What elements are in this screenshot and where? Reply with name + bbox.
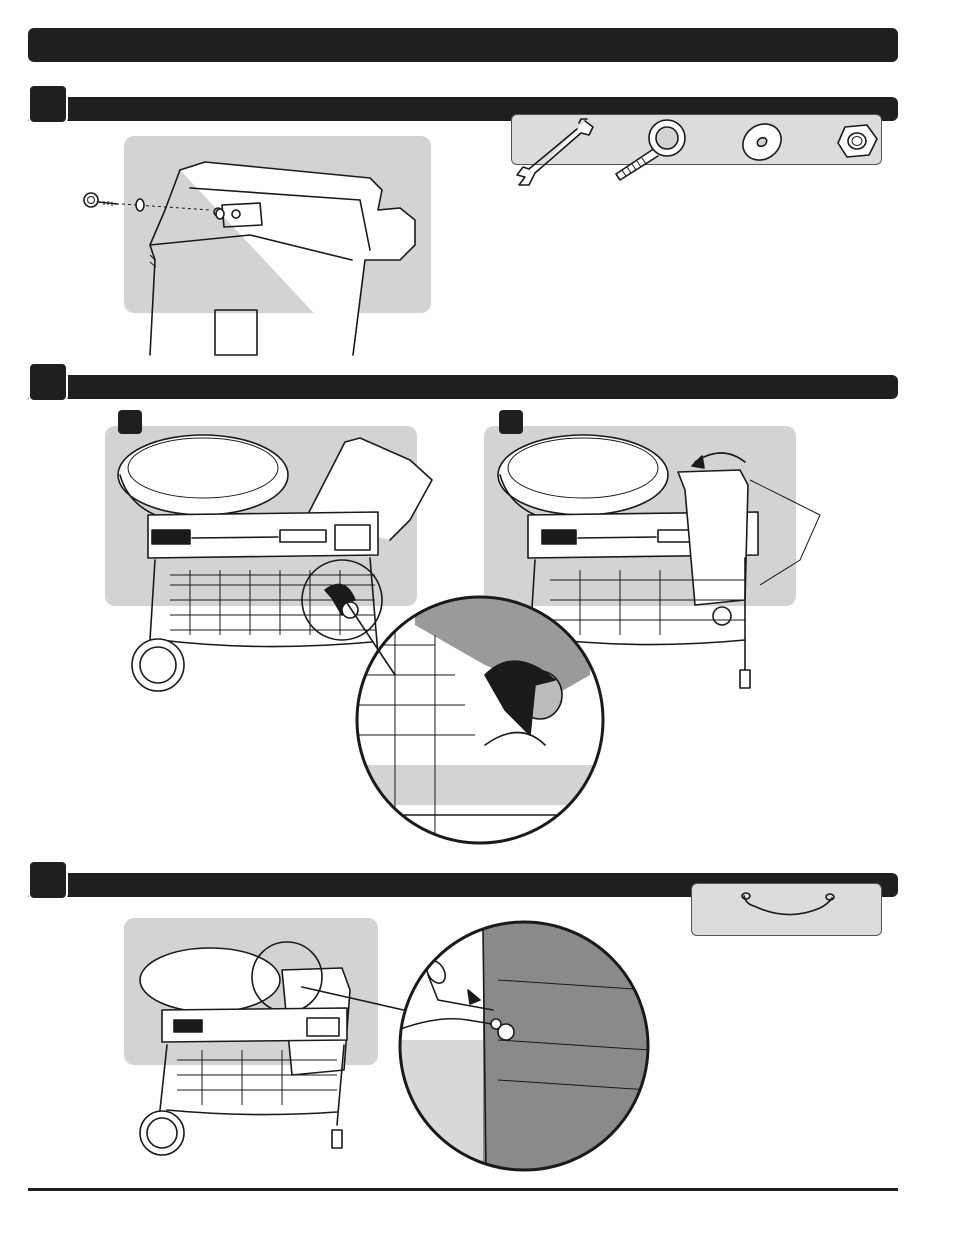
step-2a-sub-badge <box>118 410 142 434</box>
step-3-parts-box <box>691 883 882 936</box>
page-title-bar <box>28 28 898 62</box>
grill-cart-illustration-2a <box>117 434 433 692</box>
step-2-number-badge <box>28 362 68 402</box>
zoom-connector-line <box>344 599 396 676</box>
step-2b-sub-badge <box>499 410 523 434</box>
zoom-detail-tether <box>398 920 650 1172</box>
zoom-detail-latch <box>355 595 605 845</box>
wrench-icon <box>516 118 594 186</box>
tether-cable-icon <box>741 892 835 916</box>
step-2-header-bar <box>28 375 898 399</box>
nut-icon <box>837 124 878 158</box>
eye-bolt-exploded <box>83 192 241 220</box>
grill-cart-illustration-3 <box>139 941 351 1156</box>
step-3-number-badge <box>28 860 68 900</box>
bin-illustration <box>149 161 416 356</box>
step-3-zoom-connector <box>301 986 409 1012</box>
footer-rule <box>28 1188 898 1191</box>
step-1-number-badge <box>28 84 68 124</box>
eye-bolt-icon <box>615 119 686 181</box>
washer-icon <box>742 123 782 161</box>
grill-cart-illustration-2b <box>497 434 821 689</box>
